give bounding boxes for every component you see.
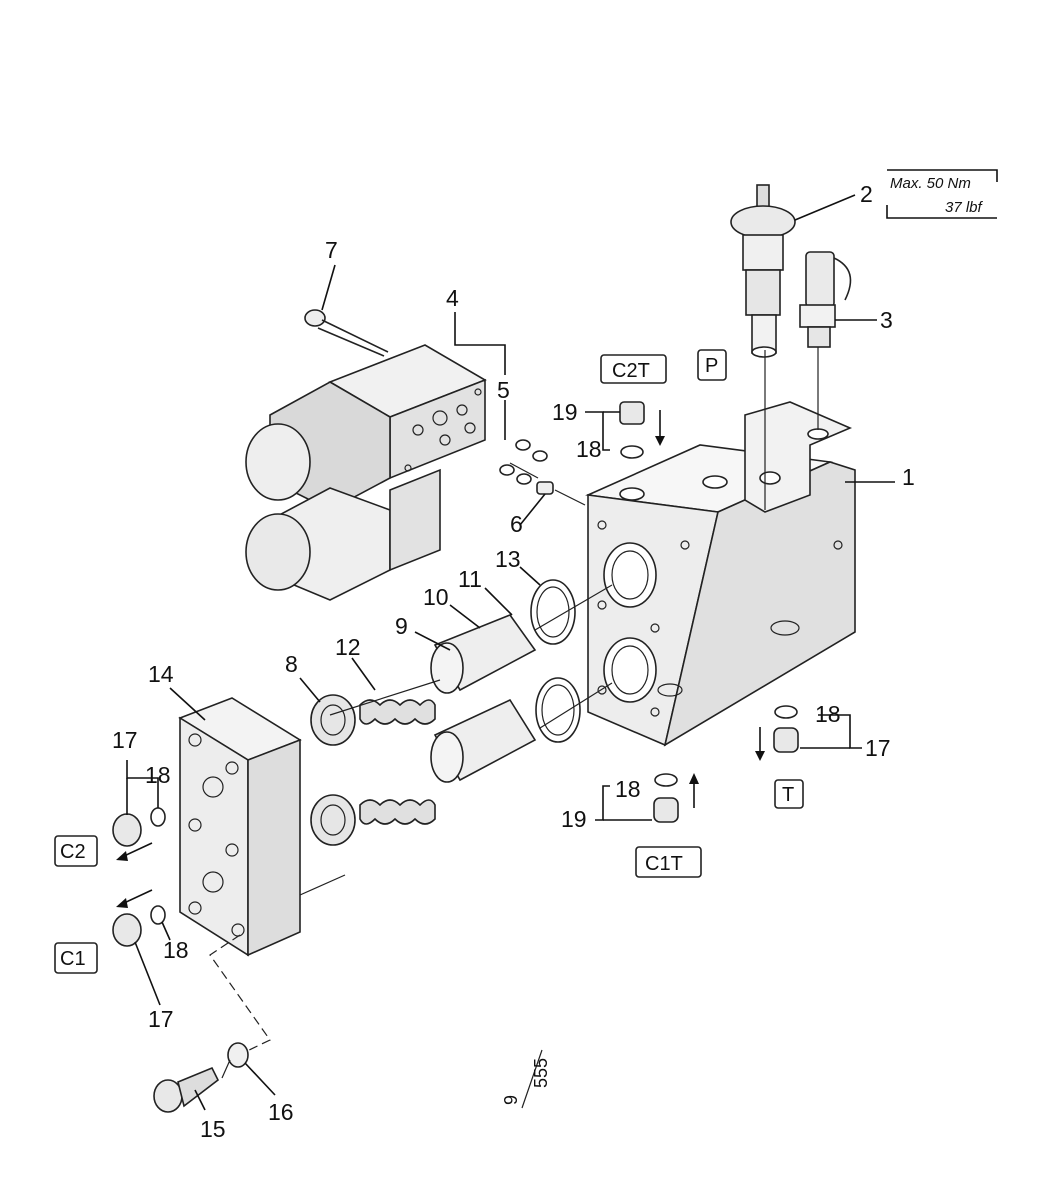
port-box-t bbox=[774, 779, 804, 809]
callout-18c: 18 bbox=[576, 436, 602, 462]
torque-note-line2: 37 lbf bbox=[945, 199, 984, 216]
callout-12: 12 bbox=[335, 634, 361, 660]
callout-9: 9 bbox=[395, 613, 408, 639]
leader-lines bbox=[126, 194, 895, 1111]
port-label-p: P bbox=[705, 355, 718, 377]
callout-17c: 17 bbox=[865, 735, 891, 761]
callout-19b: 19 bbox=[561, 806, 587, 832]
spool-assembly-upper bbox=[310, 579, 576, 746]
callout-2: 2 bbox=[860, 181, 873, 207]
valve-body-part-1 bbox=[585, 401, 856, 747]
page-ref-numerator: 9 bbox=[501, 1095, 521, 1105]
port-box-p bbox=[697, 349, 727, 381]
port-label-t: T bbox=[782, 784, 794, 806]
callout-18e: 18 bbox=[815, 701, 841, 727]
port-box-c1 bbox=[54, 942, 98, 974]
plug-c2t bbox=[619, 401, 645, 459]
callout-18d: 18 bbox=[615, 776, 641, 802]
callout-17b: 17 bbox=[148, 1006, 174, 1032]
port-box-c2 bbox=[54, 835, 98, 867]
callout-6: 6 bbox=[510, 511, 523, 537]
part-callouts: 1 2 3 4 5 6 7 8 9 10 11 12 13 14 15 16 1… bbox=[112, 181, 915, 1142]
callout-4: 4 bbox=[446, 285, 459, 311]
plug-c2 bbox=[112, 807, 166, 847]
port-label-c2t: C2T bbox=[612, 360, 650, 382]
callout-17a: 17 bbox=[112, 727, 138, 753]
callout-8: 8 bbox=[285, 651, 298, 677]
callout-1: 1 bbox=[902, 464, 915, 490]
port-label-c1t: C1T bbox=[645, 853, 683, 875]
solenoid-valve-part-4 bbox=[245, 344, 487, 601]
callout-18a: 18 bbox=[145, 762, 171, 788]
page-reference: 9 555 bbox=[501, 1049, 551, 1109]
callout-19a: 19 bbox=[552, 399, 578, 425]
flow-arrows bbox=[116, 410, 765, 908]
port-labels: C2T P T C1T C2 C1 bbox=[54, 349, 804, 974]
callout-7: 7 bbox=[325, 237, 338, 263]
torque-note-line1: Max. 50 Nm bbox=[890, 175, 971, 192]
callout-15: 15 bbox=[200, 1116, 226, 1142]
port-label-c2: C2 bbox=[60, 841, 86, 863]
plug-c1t bbox=[653, 773, 679, 823]
plug-t bbox=[773, 705, 799, 753]
callout-5: 5 bbox=[497, 377, 510, 403]
port-box-c1t bbox=[635, 846, 702, 878]
callout-11: 11 bbox=[458, 566, 482, 592]
bolt-part-7 bbox=[304, 309, 389, 357]
page-ref-denominator: 555 bbox=[531, 1058, 551, 1088]
plug-c1 bbox=[112, 905, 166, 947]
callout-3: 3 bbox=[880, 307, 893, 333]
callout-10: 10 bbox=[423, 584, 449, 610]
o-rings-part-5 bbox=[499, 439, 548, 485]
port-label-c1: C1 bbox=[60, 948, 86, 970]
screw-part-15 bbox=[153, 1066, 220, 1113]
end-cover-part-14 bbox=[178, 697, 302, 957]
callout-14: 14 bbox=[148, 661, 174, 687]
torque-note: Max. 50 Nm 37 lbf bbox=[886, 169, 998, 219]
spool-assembly-lower bbox=[310, 677, 581, 846]
callout-16: 16 bbox=[268, 1099, 294, 1125]
check-valve-part-3 bbox=[799, 251, 852, 348]
callout-13: 13 bbox=[495, 546, 521, 572]
port-box-c2t bbox=[600, 354, 667, 384]
washer-part-16 bbox=[227, 1042, 249, 1068]
plug-part-6 bbox=[536, 481, 554, 495]
relief-cartridge-part-2 bbox=[730, 184, 796, 358]
callout-18b: 18 bbox=[163, 937, 189, 963]
